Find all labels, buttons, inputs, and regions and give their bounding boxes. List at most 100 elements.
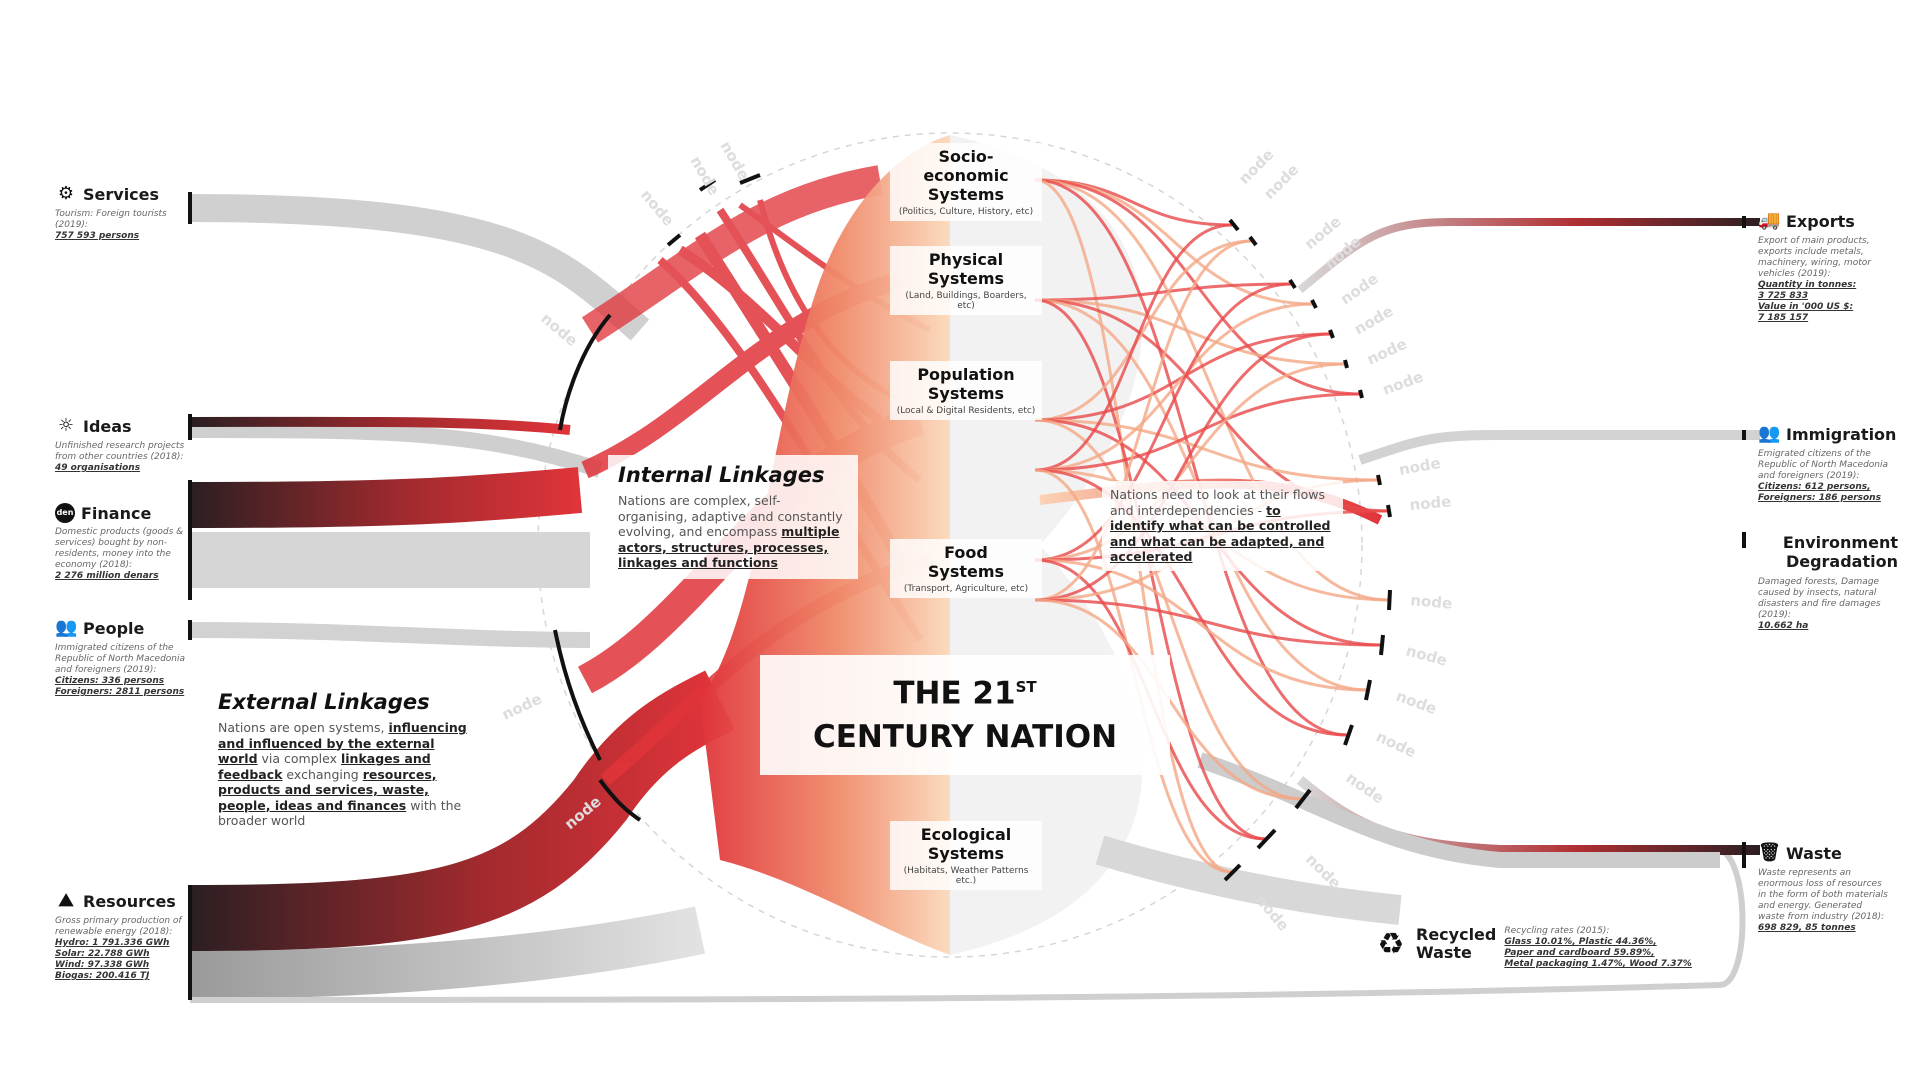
resources-desc: Gross primary production of renewable en… [55, 916, 182, 937]
people-icon: 👥 [55, 617, 78, 638]
external-text-3: exchanging [282, 766, 363, 782]
external-linkages-box: External Linkages Nations are open syste… [208, 682, 478, 837]
recycled-desc: Recycling rates (2015): [1504, 926, 1610, 936]
ideas-title: Ideas [83, 416, 132, 436]
node-label: node [1409, 492, 1452, 514]
environment-value: 10.662 ha [1758, 621, 1809, 631]
fan-line [1034, 558, 1369, 692]
exports-title: Exports [1786, 211, 1855, 231]
resources-biogas: Biogas: 200.416 TJ [55, 971, 150, 981]
waste-label: 🗑Waste Waste represents an enormous loss… [1758, 842, 1888, 934]
ecological-title-2: Systems [927, 844, 1005, 863]
finance-title: Finance [81, 503, 152, 523]
exports-qty-label: Quantity in tonnes: [1758, 280, 1857, 290]
food-systems: Food Systems (Transport, Agriculture, et… [890, 539, 1042, 598]
external-emph-1: influencing and influenced by the extern… [218, 720, 467, 766]
fan-line [1034, 468, 1349, 737]
finance-desc: Domestic products (goods & services) bou… [55, 527, 184, 570]
services-desc: Tourism: Foreign tourists (2019): [55, 209, 167, 230]
fan-line [1034, 178, 1391, 602]
exports-value-label: Value in '000 US $: [1758, 302, 1854, 312]
node-label: node [1351, 302, 1396, 339]
flows-note-emphasis: to identify what can be controlled and w… [1110, 502, 1331, 565]
external-linkages-title: External Linkages [218, 690, 430, 714]
fan-line [1034, 418, 1380, 482]
node-label: node [1394, 687, 1440, 718]
immigration-desc: Emigrated citizens of the Republic of No… [1758, 449, 1889, 481]
recycled-glass-plastic: Glass 10.01%, Plastic 44.36%, [1504, 937, 1657, 947]
resources-label: ⛰ Resources Gross primary production of r… [55, 890, 185, 982]
external-emph-3: resources, products and services, waste,… [218, 766, 437, 813]
recycled-paper: Paper and cardboard 59.89%, [1504, 948, 1655, 958]
node-label: node [1398, 454, 1442, 479]
resources-title: Resources [83, 891, 176, 911]
food-title-2: Systems [927, 562, 1005, 581]
title-superscript: ST [1015, 678, 1037, 696]
population-title-2: Systems [927, 384, 1005, 403]
population-sub: (Local & Digital Residents, etc) [896, 406, 1036, 416]
socio-sub: (Politics, Culture, History, etc) [898, 207, 1034, 217]
finance-value: 2 276 million denars [55, 571, 159, 581]
ideas-desc: Unfinished research projects from other … [55, 441, 185, 462]
internal-linkages-emphasis: multiple actors, structures, processes, … [618, 524, 840, 570]
node-label: node [1373, 727, 1419, 761]
immigration-title: Immigration [1786, 424, 1897, 444]
recycled-label: ♻ Recycled Waste Recycling rates (2015):… [1374, 926, 1694, 970]
gear-icon: ⚙ [57, 183, 75, 204]
immigration-value: Citizens: 612 persons, Foreigners: 186 p… [1758, 482, 1881, 503]
fan-line [1034, 239, 1253, 602]
node-label: node [1404, 641, 1449, 669]
socio-title-2: Systems [927, 185, 1005, 204]
environment-label: Environment Degradation Damaged forests,… [1758, 533, 1898, 632]
fan-line [1034, 282, 1293, 562]
ideas-label: ☼ Ideas Unfinished research projects from… [55, 415, 185, 474]
main-title: THE 21ST CENTURY NATION [760, 655, 1170, 775]
environment-title-2: Degradation [1785, 552, 1898, 571]
fan-line [1034, 239, 1253, 422]
fan-line [1034, 362, 1347, 562]
people-icon: 👥 [1758, 423, 1781, 444]
fan-line [1034, 223, 1233, 472]
fan-line [1034, 332, 1332, 602]
trash-icon: 🗑 [1758, 842, 1781, 863]
people-desc: Immigrated citizens of the Republic of N… [55, 643, 186, 675]
immigration-label: 👥Immigration Emigrated citizens of the R… [1758, 423, 1898, 504]
environment-title-1: Environment [1782, 533, 1898, 552]
nation-boundary-circle [537, 132, 1363, 958]
ecological-title-1: Ecological [920, 825, 1012, 844]
recycled-metal-wood: Metal packaging 1.47%, Wood 7.37% [1504, 959, 1692, 969]
socio-economic-systems: Socio-economic Systems (Politics, Cultur… [890, 143, 1042, 221]
node-label: node [1380, 368, 1426, 399]
fan-line [1034, 178, 1349, 737]
services-title: Services [83, 184, 160, 204]
lightbulb-icon: ☼ [57, 415, 75, 436]
ecological-sub: (Habitats, Weather Patterns etc.) [903, 866, 1029, 886]
population-systems: Population Systems (Local & Digital Resi… [890, 361, 1042, 420]
external-text-1: Nations are open systems, [218, 720, 389, 735]
external-emph-2: linkages and feedback [218, 751, 431, 782]
food-sub: (Transport, Agriculture, etc) [903, 584, 1029, 594]
people-label: 👥People Immigrated citizens of the Repub… [55, 617, 185, 698]
recycled-title-1: Recycled [1416, 925, 1497, 944]
truck-icon: 🚚 [1758, 210, 1781, 231]
exports-label: 🚚Exports Export of main products, export… [1758, 210, 1888, 324]
fan-line [1034, 418, 1304, 801]
node-label: node [1410, 591, 1453, 613]
fan-line [1034, 392, 1362, 472]
people-foreigners: Foreigners: 2811 persons [55, 687, 185, 697]
resources-hydro: Hydro: 1 791.336 GWh [55, 938, 170, 948]
perimeter-node-arcs [553, 173, 1392, 882]
node-label: node [537, 309, 581, 350]
denar-coin-icon: den [55, 503, 75, 523]
node-label: node [1343, 769, 1388, 808]
internal-linkages-text: Nations are complex, self-organising, ad… [618, 493, 843, 539]
waste-title: Waste [1786, 843, 1842, 863]
flows-note-box: Nations need to look at their flows and … [1102, 481, 1343, 571]
external-text-2: via complex [257, 751, 341, 766]
node-label: node [687, 153, 724, 198]
sun-mountain-icon: ⛰ [58, 890, 74, 911]
exports-value: 7 185 157 [1758, 313, 1809, 323]
fan-line [1034, 302, 1315, 472]
ideas-value: 49 organisations [55, 463, 141, 473]
external-text-4: with the broader world [218, 797, 462, 829]
